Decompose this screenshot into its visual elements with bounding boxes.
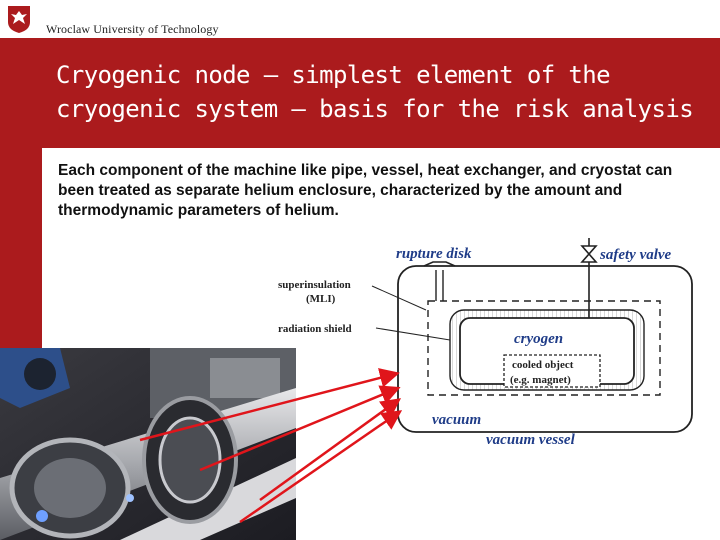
slide-header: Wroclaw University of Technology [0, 0, 720, 38]
cooled-object-box [503, 354, 601, 388]
slide-body-text: Each component of the machine like pipe,… [58, 162, 673, 219]
left-accent-bar [0, 148, 42, 350]
rupture-disk-pipe [435, 270, 444, 301]
vacuum-vessel-label: vacuum vessel [486, 432, 576, 448]
rupture-disk-icon [423, 261, 456, 267]
accelerator-tunnel-photo [0, 348, 296, 540]
university-name: Wroclaw University of Technology [46, 22, 219, 36]
rupture-disk-label: rupture disk [396, 246, 472, 262]
cryogen-label: cryogen [514, 331, 563, 347]
superinsulation-label: superinsulation [278, 279, 351, 291]
safety-valve-label: safety valve [599, 247, 672, 263]
title-band [0, 38, 720, 148]
slide-title: Cryogenic node – simplest element of the… [56, 61, 694, 123]
mli-label: (MLI) [306, 293, 336, 305]
cryogenic-node-diagram: rupture disk safety valve superinsulatio… [278, 238, 693, 448]
eagle-crest-icon [8, 6, 30, 33]
radiation-shield-label: radiation shield [278, 323, 352, 335]
vacuum-vessel-outline [397, 265, 693, 433]
cooled-object-label: cooled object [512, 359, 574, 371]
radiation-shield-outline [427, 300, 661, 396]
magnet-label: (e.g. magnet) [510, 374, 571, 386]
vacuum-label: vacuum [432, 412, 481, 428]
safety-valve-icon [580, 238, 598, 263]
